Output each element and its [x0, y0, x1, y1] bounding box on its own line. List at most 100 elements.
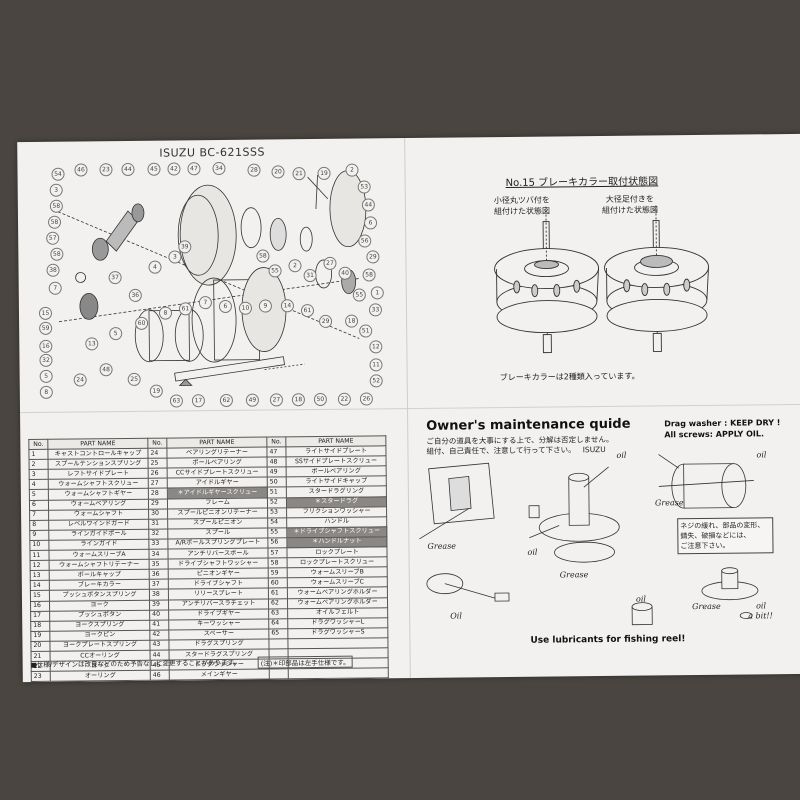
- part-number-cell: 60: [268, 578, 288, 589]
- part-callout: 42: [167, 162, 181, 176]
- part-number-cell: 31: [148, 518, 168, 530]
- part-number-cell: 14: [30, 580, 50, 591]
- part-number-cell: 33: [148, 539, 168, 550]
- hand-label-oil-2: oil: [756, 450, 767, 460]
- part-number-cell: 23: [31, 671, 51, 682]
- part-number-cell: 37: [149, 579, 169, 590]
- hand-label-oil-1: oil: [616, 450, 627, 460]
- part-callout: 60: [135, 316, 149, 330]
- part-callout: 31: [303, 268, 317, 283]
- part-number-cell: 6: [29, 499, 49, 511]
- part-callout: 18: [345, 314, 359, 328]
- part-number-cell: 52: [267, 497, 287, 508]
- part-callout: 2: [288, 259, 302, 273]
- part-number-cell: 63: [268, 608, 288, 619]
- part-callout: 58: [50, 247, 64, 261]
- part-callout: 8: [158, 306, 173, 320]
- part-callout: 39: [178, 240, 192, 254]
- part-callout: 19: [149, 384, 163, 398]
- part-number-cell: 17: [30, 610, 50, 622]
- part-callout: 34: [212, 161, 226, 176]
- part-callout: 3: [49, 183, 63, 197]
- part-number-cell: 61: [268, 588, 288, 599]
- part-number-cell: 19: [30, 631, 50, 642]
- part-callout: 7: [48, 281, 62, 295]
- part-callout: 26: [359, 392, 373, 406]
- part-number-cell: 40: [149, 609, 169, 620]
- part-callout: 27: [269, 393, 283, 407]
- hand-label-grease-4: Grease: [692, 601, 721, 612]
- hand-label-oil-4: oil: [635, 594, 646, 604]
- part-name-cell: メインギヤー: [169, 669, 270, 681]
- part-number-cell: 41: [149, 619, 169, 631]
- part-callout: 3: [168, 250, 182, 264]
- part-callout: 27: [323, 256, 337, 270]
- part-callout: 7: [198, 296, 212, 310]
- part-number-cell: 56: [267, 537, 287, 549]
- part-number-cell: 59: [268, 568, 288, 579]
- part-callout: 33: [368, 303, 383, 317]
- part-callout: 50: [313, 392, 327, 407]
- part-number-cell: 26: [148, 468, 168, 479]
- part-number-cell: 32: [148, 528, 168, 540]
- part-callout: 59: [39, 321, 53, 335]
- part-callout: 61: [300, 304, 315, 318]
- part-callout: 44: [361, 198, 375, 212]
- part-callout: 45: [147, 162, 161, 176]
- part-number-cell: 65: [268, 628, 288, 639]
- part-number-cell: 54: [267, 517, 287, 528]
- part-callout: 58: [362, 268, 376, 282]
- part-name-cell: [288, 667, 389, 680]
- exploded-diagram-panel: ISUZU BC-621SSS: [17, 138, 407, 412]
- part-callout: 55: [352, 288, 366, 302]
- part-callout: 25: [127, 372, 141, 386]
- hand-label-oil-5: Oil: [450, 611, 462, 621]
- part-number-cell: 16: [30, 600, 50, 612]
- part-callout: 5: [109, 327, 123, 341]
- part-callout: 5: [39, 369, 53, 383]
- part-number-cell: 9: [29, 530, 49, 541]
- part-callout: 47: [187, 162, 201, 176]
- part-callout: 37: [108, 271, 122, 285]
- part-callout: 20: [271, 165, 285, 179]
- part-callout: 18: [291, 393, 305, 407]
- part-number-cell: 20: [30, 641, 51, 652]
- part-callout: 13: [85, 337, 99, 351]
- part-callout: 6: [363, 216, 378, 230]
- part-number-cell: 43: [149, 639, 170, 651]
- part-number-cell: 24: [147, 448, 168, 459]
- part-callout: 17: [191, 394, 205, 408]
- part-callout: 6: [218, 299, 232, 314]
- part-callout: 23: [99, 163, 113, 177]
- part-callout: 14: [280, 299, 294, 313]
- part-number-cell: 30: [148, 508, 168, 520]
- part-number-cell: 13: [30, 570, 50, 581]
- part-callout: 56: [358, 234, 372, 248]
- part-callout: 58: [256, 249, 270, 263]
- hand-label-oil-3: oil: [527, 547, 538, 557]
- part-callout: 4: [148, 260, 162, 274]
- part-callout: 49: [245, 393, 259, 407]
- part-callout: 11: [369, 358, 383, 372]
- maintenance-diagram: [419, 454, 759, 626]
- brake-note: ブレーキカラーは2種類入っています。: [499, 371, 640, 383]
- part-callout: 1: [370, 286, 384, 300]
- hand-label-grease-2: Grease: [427, 541, 457, 551]
- part-number-cell: 64: [268, 618, 288, 629]
- part-callout: 29: [319, 314, 333, 328]
- part-number-cell: 12: [30, 560, 50, 571]
- brake-collar-diagram: [494, 205, 709, 354]
- exploded-diagram: [57, 170, 367, 386]
- part-callout: 62: [219, 393, 233, 408]
- part-number-cell: 8: [29, 520, 49, 531]
- part-number-cell: 1: [28, 449, 49, 460]
- part-number-cell: 49: [267, 467, 287, 478]
- part-callout: 29: [366, 250, 380, 264]
- hand-label-grease-3: Grease: [559, 570, 589, 580]
- part-number-cell: 3: [29, 469, 49, 480]
- part-number-cell: 29: [148, 498, 168, 509]
- part-number-cell: 35: [149, 559, 169, 570]
- part-callout: 16: [39, 339, 53, 353]
